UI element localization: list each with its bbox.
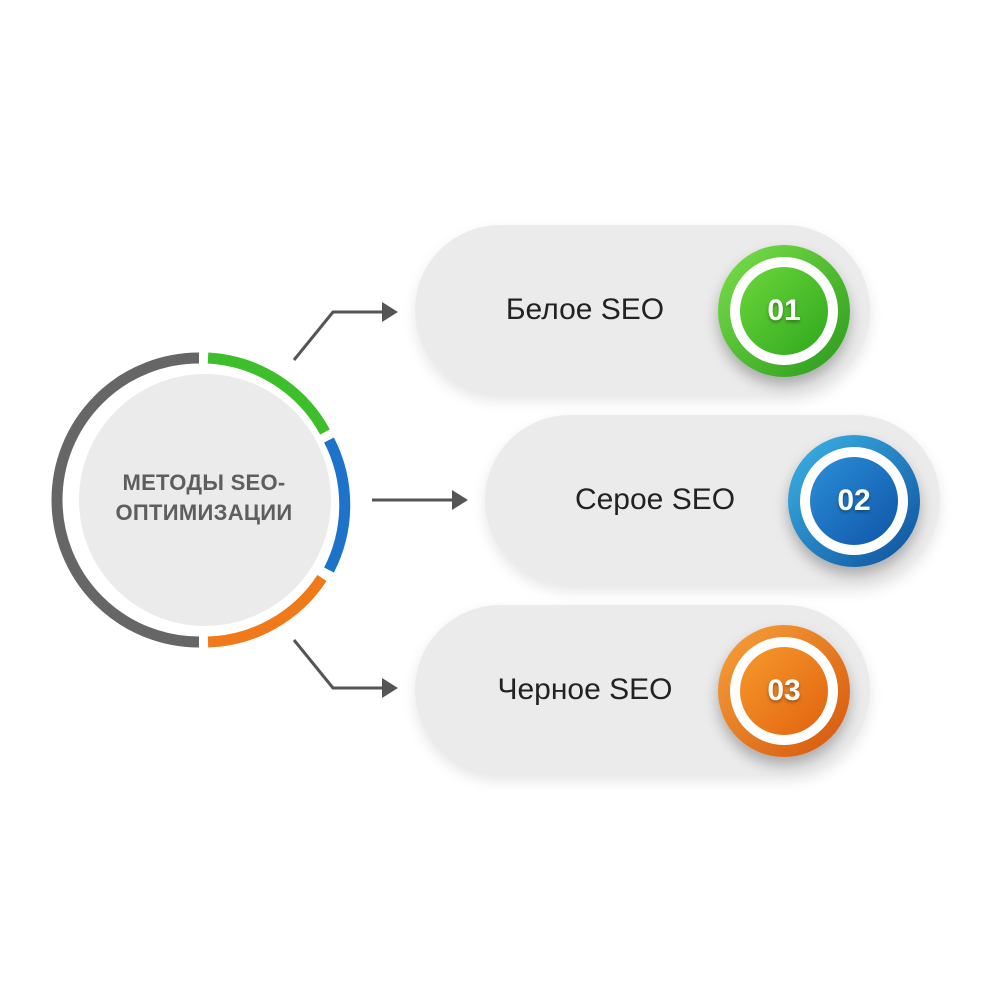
method-number-badge: 02 [788, 435, 920, 567]
arrow-to-black-seo [292, 639, 385, 690]
method-number-badge: 01 [718, 245, 850, 377]
hub-ring-blue [324, 437, 351, 573]
method-card-white-seo: Белое SEO 01 [415, 225, 870, 395]
hub-title-line1: МЕТОДЫ SEO- [122, 470, 286, 495]
method-label: Белое SEO [505, 293, 665, 326]
method-label: Серое SEO [574, 483, 736, 516]
hub-title: МЕТОДЫ SEO- ОПТИМИЗАЦИИ [84, 468, 324, 528]
arrow-head-black-seo [382, 678, 398, 698]
method-label: Черное SEO [497, 673, 673, 706]
method-number: 02 [810, 457, 898, 545]
arrow-to-white-seo [292, 310, 385, 361]
method-number-badge: 03 [718, 625, 850, 757]
method-card-gray-seo: Серое SEO 02 [485, 415, 940, 585]
method-card-black-seo: Черное SEO 03 [415, 605, 870, 775]
method-number: 01 [740, 267, 828, 355]
arrow-head-gray-seo [452, 490, 468, 510]
hub-ring-green [207, 352, 330, 435]
hub-ring-gray [51, 352, 200, 648]
hub-ring-orange [207, 574, 327, 648]
method-number: 03 [740, 647, 828, 735]
hub-circle [79, 374, 331, 626]
hub-title-line2: ОПТИМИЗАЦИИ [115, 500, 293, 525]
arrow-head-white-seo [382, 302, 398, 322]
